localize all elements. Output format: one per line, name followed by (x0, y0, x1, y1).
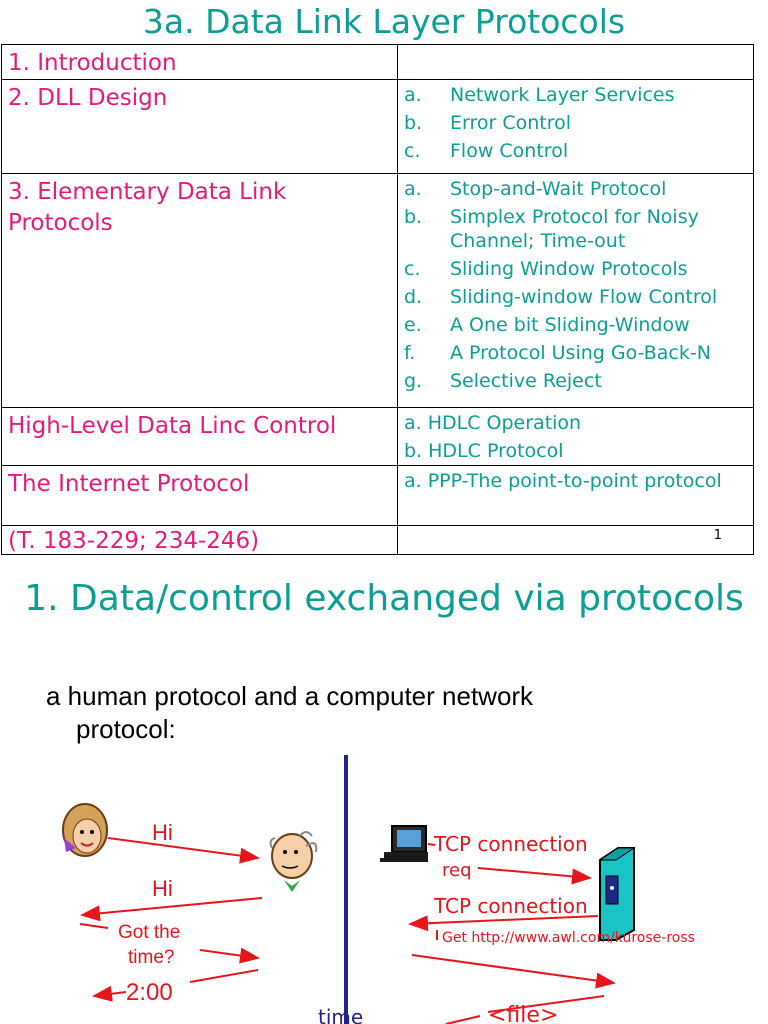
computer-icon (380, 825, 428, 862)
message-label: 2:00 (126, 979, 173, 1006)
list-item: d. Sliding-window Flow Control (404, 285, 753, 309)
table-row: 1. Introduction (1, 44, 754, 80)
list-item: a. Network Layer Services (404, 83, 753, 107)
message-label: Got the (118, 922, 180, 943)
list-item: a. HDLC Operation (404, 412, 582, 434)
item-letter: g. (404, 370, 423, 392)
item-letter: e. (404, 314, 422, 336)
table-row: 2. DLL Design a. Network Layer Services b… (1, 79, 754, 174)
subtopic-cell: a. HDLC Operation b. HDLC Protocol (397, 407, 754, 466)
lead-line: a human protocol and a computer network (46, 681, 534, 711)
table-row: High-Level Data Linc Control a. HDLC Ope… (1, 407, 754, 466)
arrow (408, 915, 599, 932)
subtopic-cell: a. PPP-The point-to-point protocol (397, 465, 754, 526)
subtopic-cell: a. Stop-and-Wait Protocol b. Simplex Proto… (397, 173, 754, 408)
item-text: A Protocol Using Go-Back-N (450, 342, 711, 364)
topic-cell: High-Level Data Linc Control (1, 407, 398, 466)
arrow (445, 1015, 481, 1024)
item-text: Flow Control (450, 140, 569, 162)
arrow (79, 923, 109, 929)
lead-text: a human protocol and a computer network … (46, 680, 666, 746)
list-item: a. Stop-and-Wait Protocol (404, 177, 753, 201)
arrow (487, 995, 605, 1013)
protocol-diagram: time Hi Hi Got the time? 2:00 (62, 755, 695, 1024)
message-label: TCP connection (433, 894, 588, 918)
list-item: e. A One bit Sliding-Window (404, 313, 753, 337)
arrow (427, 843, 436, 846)
arrow (92, 985, 127, 1002)
arrow (411, 954, 616, 989)
slide-title: 1. Data/control exchanged via protocols (0, 578, 768, 620)
message-label: TCP connection (433, 832, 588, 856)
list-item: c. Sliding Window Protocols (404, 257, 753, 281)
table-row: 3. Elementary Data Link Protocols a. Stop… (1, 173, 754, 408)
item-letter: f. (404, 342, 416, 364)
contents-table: 1. Introduction 2. DLL Design a. Network … (1, 44, 754, 555)
item-letter: c. (404, 140, 421, 162)
item-text: Selective Reject (450, 370, 602, 392)
message-label: Hi (152, 820, 173, 845)
list-item: a. PPP-The point-to-point protocol (404, 470, 722, 492)
topic-cell: 1. Introduction (1, 44, 398, 80)
subtopic-cell: a. Network Layer Services b. Error Control… (397, 79, 754, 174)
item-letter: b. (404, 206, 423, 228)
item-text: Simplex Protocol for Noisy Channel; Time… (450, 206, 699, 252)
item-letter: a. (404, 178, 422, 200)
subtopic-cell (397, 525, 754, 555)
item-text: A One bit Sliding-Window (450, 314, 690, 336)
arrow (189, 969, 259, 983)
item-letter: a. (404, 84, 422, 106)
slide-title: 3a. Data Link Layer Protocols (142, 2, 626, 41)
arrow (107, 837, 260, 864)
list-item: g. Selective Reject (404, 369, 753, 393)
item-letter: b. (404, 112, 423, 134)
list-item: b. Simplex Protocol for Noisy Channel; Ti… (404, 205, 753, 253)
slide-title-text: 1. Data/control exchanged via protocols (24, 578, 744, 619)
item-text: Network Layer Services (450, 84, 675, 106)
message-label: req (442, 860, 472, 881)
server-icon (598, 847, 636, 941)
item-text: Sliding-window Flow Control (450, 286, 718, 308)
reference-cell: (T. 183-229; 234-246) (1, 525, 398, 555)
list-item: b. Error Control (404, 111, 753, 135)
table-row: The Internet Protocol a. PPP-The point-t… (1, 465, 754, 526)
page-number: 1 (713, 528, 722, 543)
message-label: Get http://www.awl.com/kurose-ross (442, 930, 695, 946)
subtopic-cell (397, 44, 754, 80)
list-item: c. Flow Control (404, 139, 753, 163)
message-label: Hi (152, 876, 173, 901)
topic-cell: The Internet Protocol (1, 465, 398, 526)
arrow (199, 947, 260, 964)
message-label: <file> (488, 1003, 558, 1024)
woman-icon (62, 803, 108, 857)
time-label: time (318, 1005, 363, 1024)
arrow (477, 867, 592, 885)
item-text: Sliding Window Protocols (450, 258, 688, 280)
list-item: b. HDLC Protocol (404, 440, 564, 462)
topic-cell: 2. DLL Design (1, 79, 398, 174)
item-text: Stop-and-Wait Protocol (450, 178, 667, 200)
lead-line: protocol: (76, 714, 176, 744)
item-text: Error Control (450, 112, 572, 134)
man-icon (269, 831, 318, 892)
arrow (80, 897, 263, 922)
message-label: time? (128, 947, 174, 968)
list-item: f. A Protocol Using Go-Back-N (404, 341, 753, 365)
topic-cell: 3. Elementary Data Link Protocols (1, 173, 398, 408)
table-row: (T. 183-229; 234-246) (1, 525, 754, 555)
item-letter: c. (404, 258, 421, 280)
item-letter: d. (404, 286, 423, 308)
